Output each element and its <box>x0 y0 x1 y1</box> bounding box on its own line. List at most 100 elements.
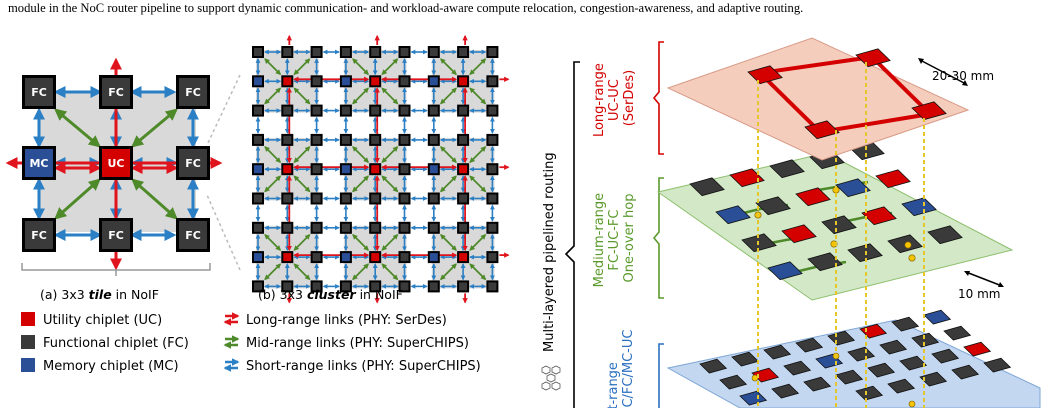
cluster-chiplet-fc-fill <box>400 135 409 144</box>
short-range-chiplet-fc <box>803 376 832 392</box>
cluster-mid-link <box>469 175 487 193</box>
zoom-lines <box>206 74 241 271</box>
cluster-chiplet-fc-fill <box>400 194 409 203</box>
cluster-chiplet-fc-fill <box>283 106 292 115</box>
mid-range-chiplet-mc <box>901 197 937 217</box>
mid-range-chiplet-mc <box>715 205 751 225</box>
tile-chiplet-label: FC <box>108 86 124 99</box>
mid-range-chiplet-uc <box>875 169 911 189</box>
short-range-chiplet-fc <box>795 337 824 353</box>
cluster-mid-link <box>381 175 399 193</box>
long-range-layer <box>666 37 970 161</box>
cluster-chiplets <box>252 46 499 293</box>
mid-range-brace <box>652 177 664 299</box>
cluster-chiplet-fc-fill <box>312 48 321 56</box>
cluster-mid-link <box>264 58 282 76</box>
cluster-chiplet-fc-fill <box>459 282 468 291</box>
routing-icon <box>541 365 561 391</box>
dim-top: 20-30 mm <box>918 58 994 86</box>
cluster-chiplet-mc-fill <box>254 165 262 174</box>
cluster-chiplet-fc-fill <box>283 48 292 56</box>
cluster-chiplet-fc-fill <box>400 253 409 262</box>
legend: Utility chiplet (UC) Functional chiplet … <box>21 312 481 374</box>
short-range-label-group: rt-range FC/FC/MC-UC <box>606 330 664 408</box>
via-dot <box>904 241 912 249</box>
cluster-chiplet-uc-fill <box>371 253 380 262</box>
long-range-label-group: Long-range UC-UC (SerDes) <box>592 41 664 155</box>
tile-chiplet-label: FC <box>31 229 47 242</box>
cluster-chiplet-fc-fill <box>400 77 409 86</box>
mid-range-label-group: Medium-range FC-UC-FC One-over hop <box>592 177 664 299</box>
cluster-chiplet-fc-fill <box>341 106 350 115</box>
tile-chiplet-label: FC <box>31 86 47 99</box>
short-range-chiplet-fc <box>699 358 728 374</box>
intro-text: module in the NoC router pipeline to sup… <box>8 1 804 15</box>
cluster-chiplet-fc-fill <box>312 106 321 115</box>
vertical-connectors <box>757 62 925 408</box>
dim-top-label: 20-30 mm <box>932 69 994 83</box>
short-range-chiplet-uc <box>751 367 780 383</box>
cluster-diagram: (b) 3x3 cluster in NoIF <box>206 34 510 304</box>
tile-chiplet-fc: FC <box>176 75 210 109</box>
legend-fc-label: Functional chiplet (FC) <box>43 336 189 351</box>
cluster-chiplet-fc-fill <box>459 106 468 115</box>
cluster-chiplet-mc-fill <box>341 253 350 262</box>
long-range-uc-chiplet <box>747 65 783 85</box>
tile-chiplet-fc: FC <box>99 218 133 252</box>
cluster-chiplet-fc-fill <box>312 253 321 262</box>
cluster-mid-link <box>352 175 369 193</box>
cluster-mid-link <box>469 263 487 281</box>
tile-chiplet-label: FC <box>185 86 201 99</box>
cluster-chiplet-fc-fill <box>254 135 262 144</box>
mid-range-chiplet-uc <box>781 224 817 244</box>
cluster-chiplet-mc-fill <box>429 77 438 86</box>
cluster-chiplet-fc-fill <box>459 194 468 203</box>
main-brace <box>564 61 580 408</box>
long-range-uc-chiplet <box>855 48 891 68</box>
short-range-chiplet-fc <box>891 316 920 332</box>
cluster-chiplet-fc-fill <box>254 223 262 232</box>
cluster-mid-link <box>293 175 311 193</box>
cluster-chiplet-mc-fill <box>429 253 438 262</box>
mid-range-chiplet-fc <box>741 233 777 253</box>
mid-range-chiplet-mc <box>835 178 871 198</box>
cluster-chiplet-fc-fill <box>459 48 468 56</box>
legend-short-label: Short-range links (PHY: SuperCHIPS) <box>246 359 481 374</box>
legend-mid-label: Mid-range links (PHY: SuperCHIPS) <box>246 336 469 351</box>
cluster-chiplet-fc-fill <box>283 194 292 203</box>
tile-chiplet-mc: MC <box>22 146 56 180</box>
cluster-chiplet-fc-fill <box>371 135 380 144</box>
cluster-chiplet-fc-fill <box>371 194 380 203</box>
via-dot <box>908 400 916 408</box>
short-range-chiplet-fc <box>783 360 812 376</box>
cluster-chiplet-fc-fill <box>488 194 497 203</box>
short-range-layer-chiplets <box>699 309 1012 408</box>
tile-caption: (a) 3x3 tile in NoIF <box>40 287 159 302</box>
short-range-layer <box>666 319 1041 408</box>
cluster-chiplet-fc-fill <box>488 48 497 56</box>
legend-uc-label: Utility chiplet (UC) <box>43 313 162 328</box>
cluster-chiplet-fc-fill <box>429 106 438 115</box>
legend-uc-swatch <box>21 312 35 326</box>
cluster-chiplet-fc-fill <box>312 165 321 174</box>
cluster-chiplet-fc-fill <box>254 48 262 56</box>
cluster-chiplet-mc-fill <box>254 77 262 86</box>
cluster-chiplet-uc-fill <box>459 77 468 86</box>
dim-mid-label: 10 mm <box>958 287 1000 301</box>
cluster-chiplet-fc-fill <box>254 282 262 291</box>
cluster-chiplet-fc-fill <box>371 282 380 291</box>
short-range-chiplet-fc <box>763 344 792 360</box>
short-range-chiplet-fc <box>771 383 800 399</box>
cluster-chiplet-fc-fill <box>371 48 380 56</box>
cluster-mid-link <box>440 87 457 105</box>
mid-range-chiplet-fc <box>755 196 791 216</box>
via-dot <box>908 254 916 262</box>
cluster-chiplet-fc-fill <box>429 194 438 203</box>
cluster-mid-link <box>381 58 399 76</box>
cluster-mid-link <box>352 58 369 76</box>
short-range-label: rt-range FC/FC/MC-UC <box>606 330 636 408</box>
tile-chiplet-label: FC <box>185 157 201 170</box>
cluster-mid-link <box>293 263 311 281</box>
cluster-mid-link <box>352 87 369 105</box>
